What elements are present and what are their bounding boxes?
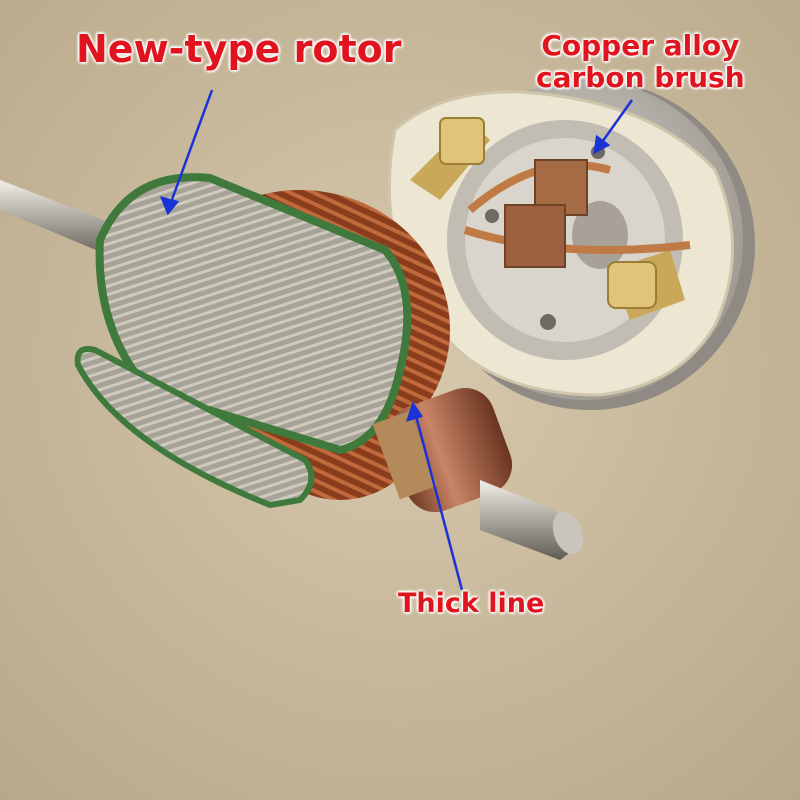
annotation-arrows [159,89,634,591]
arrow-rotor-head [159,196,180,216]
arrow-brush [598,99,634,146]
arrow-rotor [168,89,214,206]
arrow-brush-head [593,134,611,155]
label-copper-alloy-carbon-brush: Copper alloy carbon brush [536,29,745,95]
arrow-thick-line-head [406,401,423,422]
label-new-type-rotor: New-type rotor [76,27,402,71]
rotor-shaft-front [480,480,580,560]
arrow-thick-line [413,411,464,591]
rotor-core [74,173,412,509]
label-brush-line-2: carbon brush [536,61,745,95]
label-thick-line: Thick line [398,588,545,619]
motor-end-cap [387,80,755,410]
label-brush-line-1: Copper alloy [541,29,740,62]
carbon-brush-assembly [410,117,691,320]
